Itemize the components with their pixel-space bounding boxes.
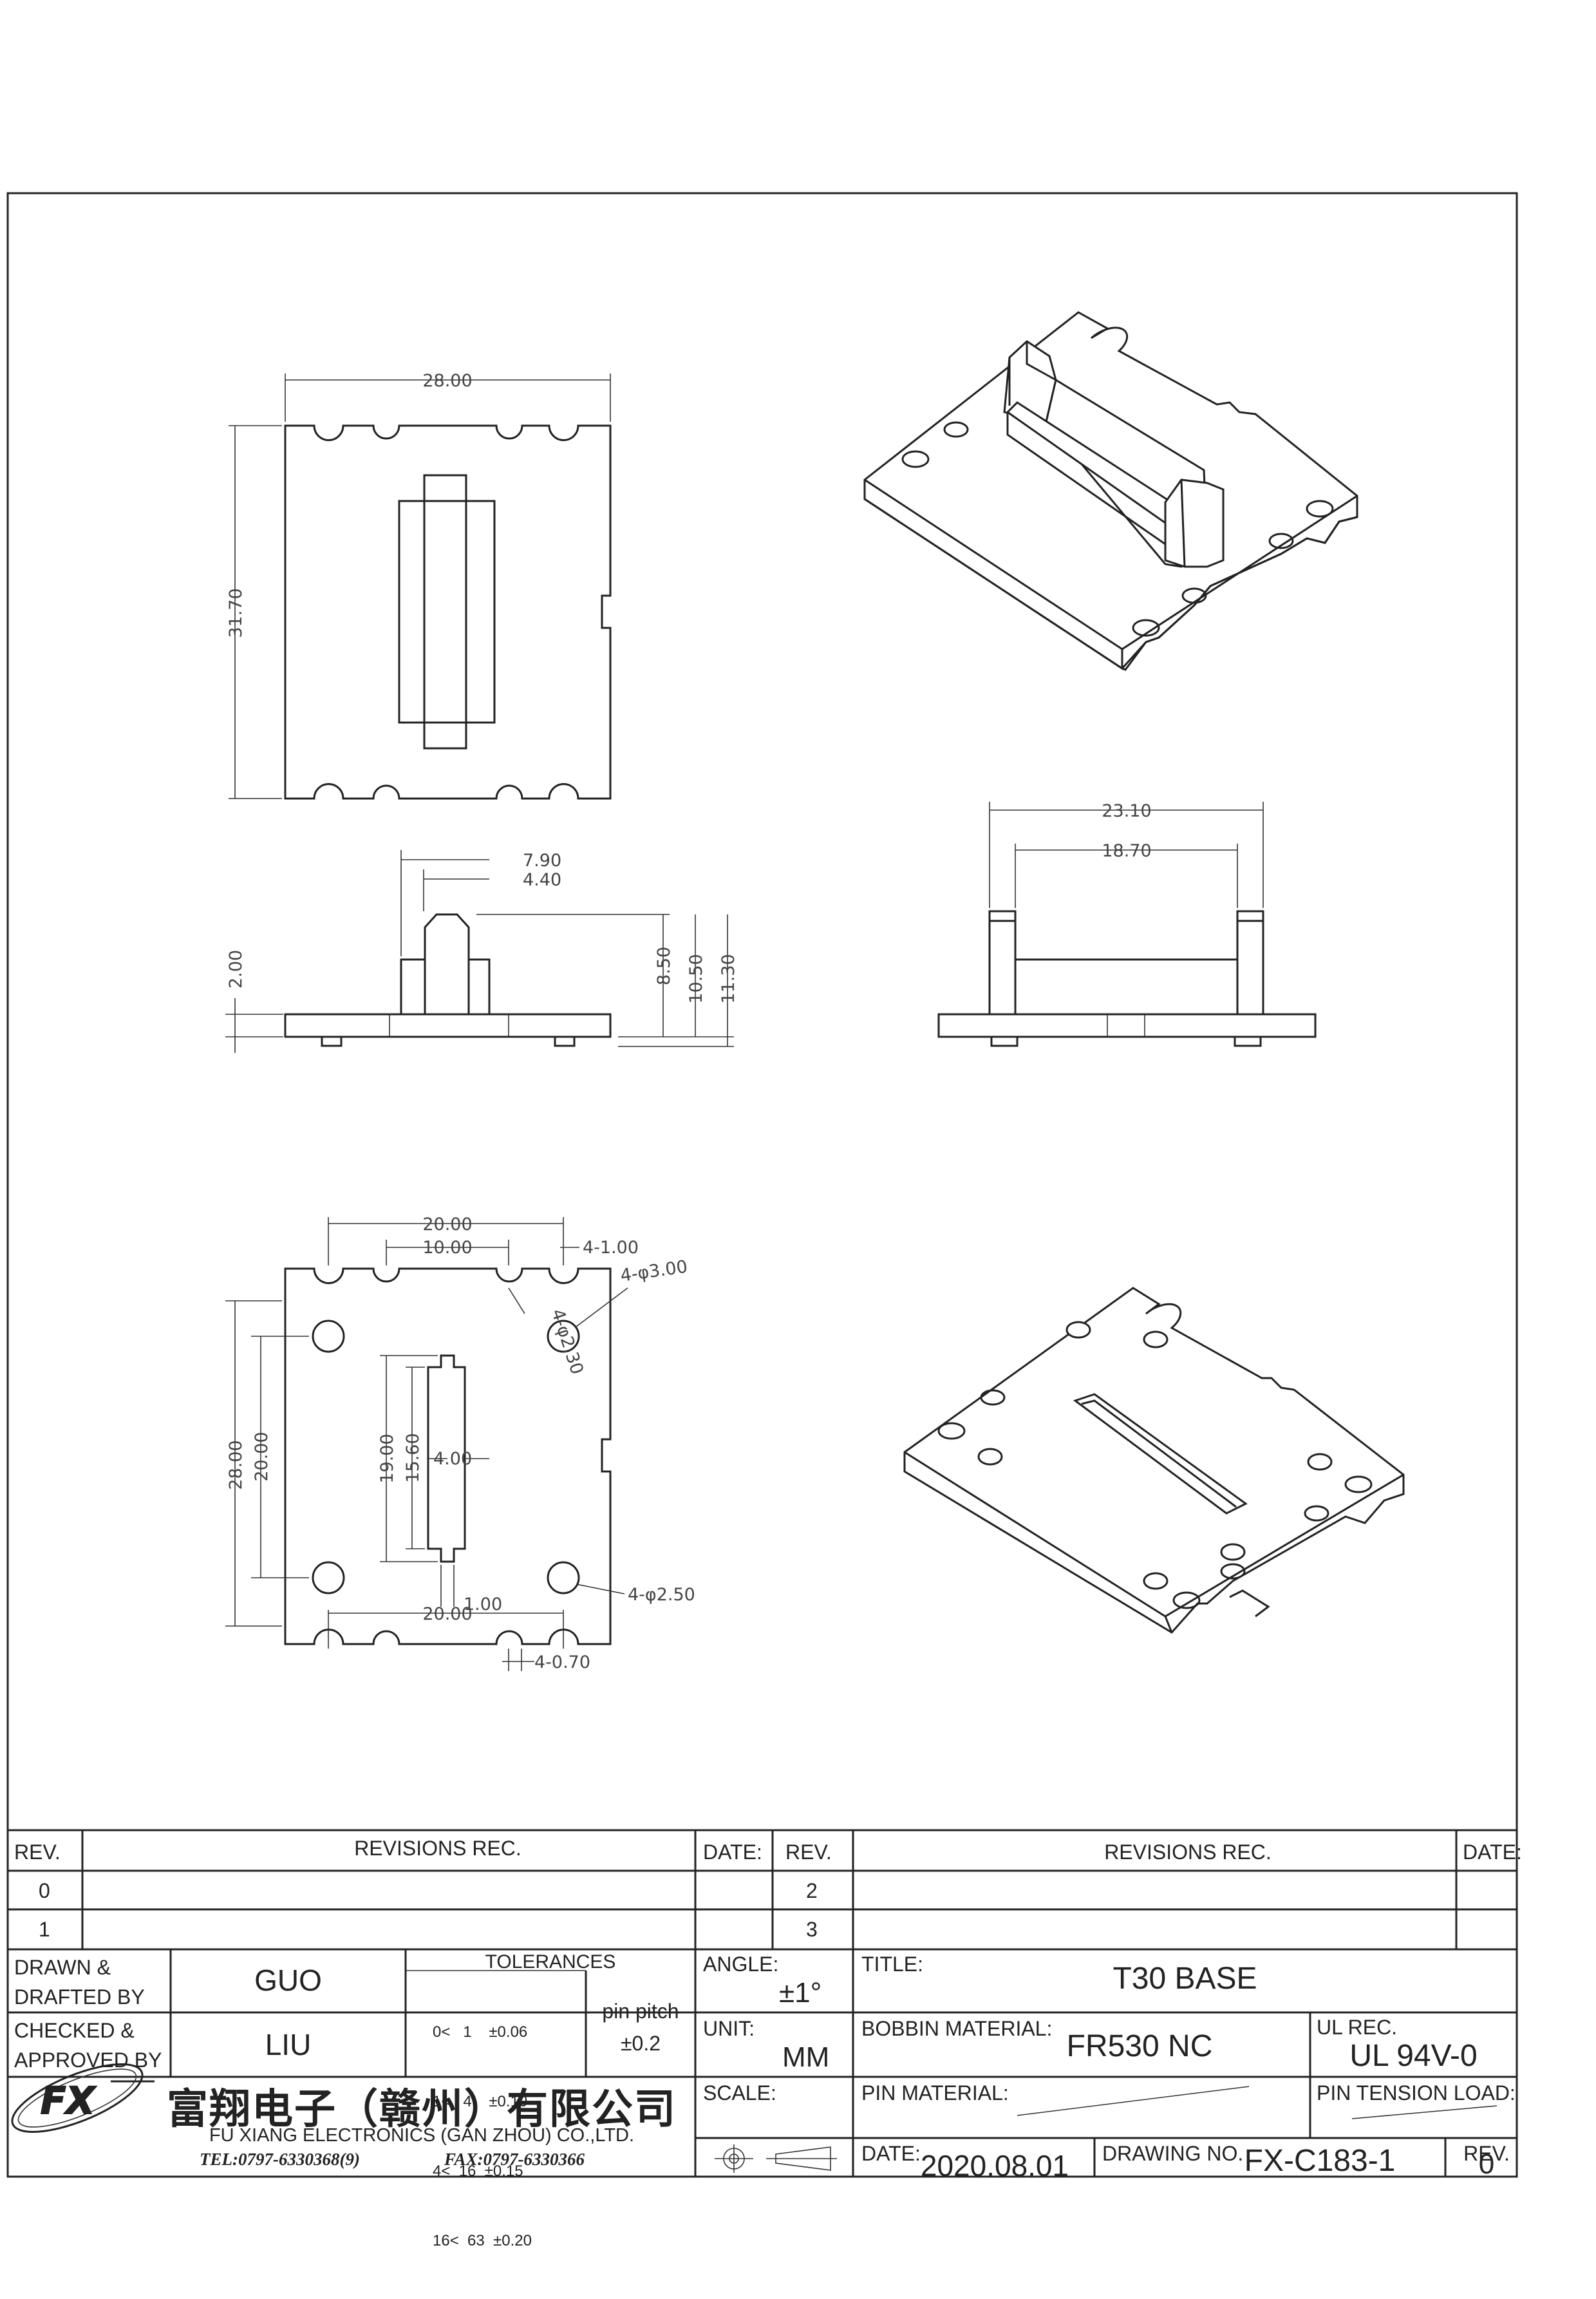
rev-header: REV. (14, 1840, 61, 1864)
checked-label-1: CHECKED & (14, 2019, 135, 2042)
tol-row: 0< 1 ±0.06 (433, 2023, 528, 2041)
ul-label: UL REC. (1317, 2016, 1398, 2039)
dim-bottom-070: 4-0.70 (534, 1652, 590, 1672)
rev-value: 0 (1478, 2148, 1495, 2180)
dim-top-width: 28.00 (422, 371, 472, 391)
tol-row: 16< 63 ±0.20 (433, 2232, 532, 2249)
dim-bottom-1: 1.00 (464, 1594, 502, 1614)
company-logo: FX (11, 2063, 155, 2133)
dim-top-height: 31.70 (226, 588, 246, 638)
dim-bottom-20b: 20.00 (422, 1604, 472, 1624)
dim-bottom-4: 4.00 (433, 1449, 472, 1469)
date-label: DATE: (861, 2142, 921, 2165)
dim-bottom-10: 10.00 (422, 1238, 472, 1258)
revisions-header-2: REVISIONS REC. (1104, 1840, 1272, 1864)
tolerance-rows: 0< 1 ±0.06 1< 4 ±0.10 4< 16 ±0.15 16< 63… (433, 1974, 532, 2299)
dim-bottom-156: 15.60 (403, 1433, 423, 1482)
angle-value: ±1° (779, 1977, 822, 2009)
rev-label: REV. (1463, 2142, 1510, 2165)
rev-2: 2 (806, 1879, 818, 1902)
pin-pitch-label: pin pitch (602, 2000, 679, 2023)
tolerances-label: TOLERANCES (485, 1951, 616, 1973)
scale-label: SCALE: (703, 2081, 776, 2105)
tel: TEL:0797-6330368(9) (200, 2150, 360, 2169)
drawing-no-label: DRAWING NO. (1102, 2142, 1244, 2165)
rev-header-2: REV. (785, 1840, 832, 1864)
dim-bottom-20v: 20.00 (252, 1432, 272, 1481)
date-header-2: DATE: (1463, 1840, 1522, 1864)
rev-3: 3 (806, 1918, 818, 1941)
sheet-border (6, 192, 1518, 2178)
tol-row: 1< 4 ±0.10 (433, 2093, 528, 2110)
side-view (225, 850, 734, 1053)
dim-side-1: 7.90 (523, 851, 561, 871)
title-block-grid (8, 1829, 1517, 2177)
unit-value: MM (782, 2041, 830, 2073)
angle-label: ANGLE: (703, 1953, 779, 1976)
ul-value: UL 94V-0 (1349, 2039, 1478, 2073)
company-name-cn: 富翔电子（赣州）有限公司 (167, 2086, 677, 2133)
company-name-en: FU XIANG ELECTRONICS (GAN ZHOU) CO.,LTD. (209, 2125, 635, 2146)
drawn-value: GUO (254, 1963, 322, 1997)
checked-value: LIU (265, 2028, 312, 2061)
date-header: DATE: (703, 1840, 762, 1864)
dim-side-3: 8.50 (654, 947, 674, 985)
drawn-label: DRAWN & DRAFTED BY (14, 1953, 145, 2012)
title-label: TITLE: (861, 1953, 924, 1976)
dim-front-2: 18.70 (1102, 841, 1151, 861)
tol-row: 4< 16 ±0.15 (433, 2162, 523, 2180)
drawing-no-value: FX-C183-1 (1244, 2144, 1396, 2178)
date-value: 2020.08.01 (920, 2149, 1069, 2182)
top-view (229, 374, 612, 800)
pin-tension-label: PIN TENSION LOAD: (1317, 2081, 1516, 2105)
isometric-bottom-view (903, 1287, 1405, 1634)
dim-bottom-20a: 20.00 (422, 1215, 472, 1235)
dim-bottom-19: 19.00 (377, 1433, 397, 1483)
unit-label: UNIT: (703, 2017, 755, 2040)
dim-side-6: 2.00 (226, 950, 246, 989)
dim-front-1: 23.10 (1102, 801, 1151, 821)
dim-side-5: 11.30 (718, 954, 738, 1003)
rev-1: 1 (39, 1918, 50, 1941)
pin-material-label: PIN MATERIAL: (861, 2081, 1009, 2105)
pin-pitch-value: ±0.2 (620, 2032, 661, 2055)
dim-side-4: 10.50 (686, 954, 706, 1003)
dim-side-2: 4.40 (523, 870, 561, 890)
checked-label-2: APPROVED BY (14, 2048, 162, 2072)
checked-label: CHECKED & APPROVED BY (14, 2016, 162, 2075)
dim-bottom-4-1: 4-1.00 (583, 1238, 639, 1258)
dim-bottom-28: 28.00 (226, 1440, 246, 1490)
title-value: T30 BASE (1113, 1962, 1257, 1996)
front-view (937, 802, 1317, 1047)
bobbin-label: BOBBIN MATERIAL: (861, 2017, 1053, 2040)
bobbin-value: FR530 NC (1066, 2029, 1213, 2063)
svg-text:FX: FX (41, 2079, 97, 2123)
drawn-label-1: DRAWN & (14, 1956, 111, 1979)
bottom-view (225, 1217, 628, 1671)
isometric-top-view (863, 311, 1358, 671)
drawn-label-2: DRAFTED BY (14, 1985, 145, 2009)
dim-bottom-phi25: 4-φ2.50 (628, 1585, 695, 1605)
fax: FAX:0797-6330366 (444, 2150, 585, 2169)
rev-0: 0 (39, 1879, 50, 1902)
revisions-header: REVISIONS REC. (354, 1837, 521, 1860)
